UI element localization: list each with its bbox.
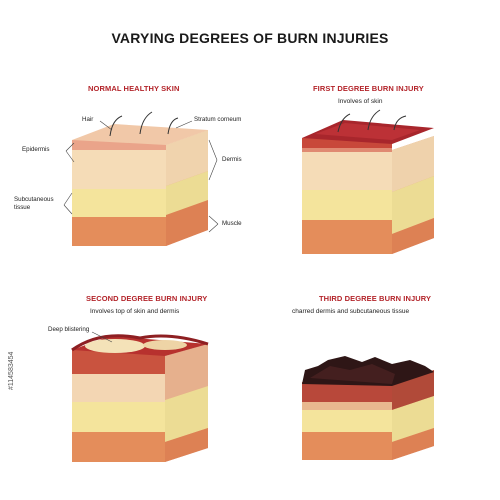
second-degree-subtitle: Involves top of skin and dermis (90, 308, 180, 315)
label-epidermis: Epidermis (22, 146, 50, 153)
page-title: VARYING DEGREES OF BURN INJURIES (111, 30, 389, 46)
first-degree-title: FIRST DEGREE BURN INJURY (313, 84, 424, 93)
label-dermis: Dermis (222, 156, 242, 163)
stock-id-watermark: #114583454 (8, 351, 15, 390)
label-deep-blistering: Deep blistering (48, 326, 90, 333)
label-muscle: Muscle (222, 220, 242, 227)
second-degree-title: SECOND DEGREE BURN INJURY (86, 294, 208, 303)
third-degree-subtitle: charred dermis and subcutaneous tissue (292, 308, 410, 315)
normal-skin-title: NORMAL HEALTHY SKIN (88, 84, 180, 93)
first-degree-subtitle: Involves of skin (338, 98, 383, 105)
label-subcutaneous-line2: tissue (14, 204, 31, 211)
label-subcutaneous-line1: Subcutaneous (14, 196, 54, 203)
label-stratum-corneum: Stratum corneum (194, 116, 242, 123)
label-hair: Hair (82, 116, 94, 123)
third-degree-title: THIRD DEGREE BURN INJURY (319, 294, 432, 303)
